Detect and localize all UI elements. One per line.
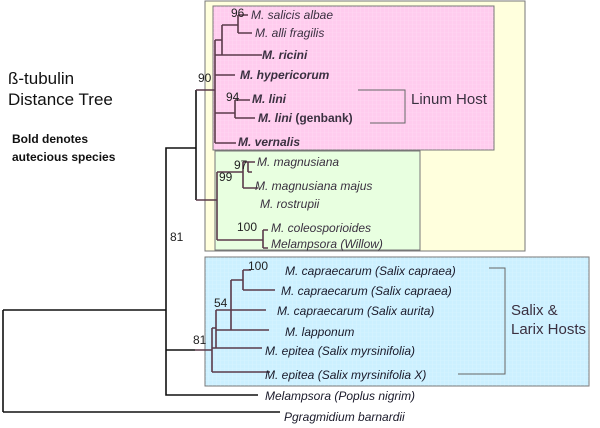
- taxon-label-salicis: M. salicis albae: [251, 8, 333, 22]
- salix-host-label-2: Larix Hosts: [511, 321, 586, 338]
- taxon-label-lapponum: M. lapponum: [285, 325, 354, 339]
- taxon-host: (Salix myrsinifolia X): [314, 368, 426, 382]
- taxon-label-hypericorum: M. hypericorum: [240, 68, 330, 82]
- taxon-label-willow: Melampsora (Willow): [271, 237, 383, 251]
- bootstrap-81-ingroup: 81: [170, 230, 184, 244]
- taxon-host: (Salix capraea): [368, 284, 452, 298]
- taxon-label-ricini: M. ricini: [262, 48, 308, 62]
- taxon-name: M. alli fragilis: [255, 26, 324, 40]
- taxon-name: M. epitea: [265, 344, 315, 358]
- taxon-label-epitea2: M. epitea (Salix myrsinifolia X): [265, 368, 426, 382]
- taxon-name: Melampsora: [265, 389, 331, 403]
- salix-box-grid: [205, 257, 589, 386]
- bootstrap-100-capraea: 100: [248, 259, 268, 273]
- taxon-name: M. hypericorum: [240, 68, 330, 82]
- note-line-2: autecious species: [12, 150, 116, 164]
- bootstrap-values: 96 94 90 97 99 100 81 100 54 81: [170, 6, 268, 347]
- tree-title: ß-tubulin Distance Tree: [8, 68, 113, 110]
- taxon-label-capraea1: M. capraecarum (Salix capraea): [285, 264, 456, 278]
- taxon-host: (genbank): [292, 111, 353, 125]
- magnusiana-clade-box: [214, 150, 421, 251]
- taxon-name: M. magnusiana: [257, 155, 339, 169]
- taxon-name: M. rostrupii: [260, 197, 320, 211]
- taxon-label-pgragmidium: Pgragmidium barnardii: [284, 410, 405, 424]
- branch-linum-clade: [214, 14, 262, 144]
- tree-branches: [2, 14, 280, 413]
- note-line-1: Bold denotes: [12, 132, 89, 146]
- bootstrap-90: 90: [198, 71, 212, 85]
- salix-bracket: [458, 267, 506, 375]
- taxon-name: Melampsora: [271, 237, 337, 251]
- taxon-host: (Salix myrsinifolia): [314, 344, 415, 358]
- taxon-label-lini: M. lini: [252, 92, 287, 106]
- taxon-label-rostrupii: M. rostrupii: [260, 197, 320, 211]
- bootstrap-100-coleo: 100: [237, 220, 257, 234]
- taxon-label-lini_gb: M. lini (genbank): [258, 111, 353, 125]
- taxon-label-magnusiana_majus: M. magnusiana majus: [255, 179, 372, 193]
- title-line-1: ß-tubulin: [8, 69, 75, 88]
- taxon-host: (Salix capraea): [372, 264, 456, 278]
- branch-ingroup: [165, 147, 258, 396]
- taxon-name: M. vernalis: [238, 135, 300, 149]
- taxon-label-coleosporioides: M. coleosporioides: [271, 221, 371, 235]
- bootstrap-96: 96: [231, 6, 245, 20]
- branch-root: [2, 309, 280, 413]
- linum-bracket: [358, 89, 406, 124]
- taxon-label-magnusiana: M. magnusiana: [257, 155, 339, 169]
- taxon-label-poplus: Melampsora (Poplus nigrim): [265, 389, 415, 403]
- branch-magnusiana-clade: [196, 161, 268, 249]
- taxon-name: M. salicis albae: [251, 8, 333, 22]
- taxon-name: M. ricini: [262, 48, 308, 62]
- taxon-label-epitea1: M. epitea (Salix myrsinifolia): [265, 344, 415, 358]
- bootstrap-54: 54: [214, 296, 228, 310]
- taxon-label-vernalis: M. vernalis: [238, 135, 300, 149]
- taxon-name: Pgragmidium barnardii: [284, 410, 405, 424]
- taxon-name: M. lini: [258, 111, 293, 125]
- branch-salix-clade: [195, 269, 275, 373]
- taxon-host: (Willow): [337, 237, 383, 251]
- taxon-host: (Salix aurita): [364, 304, 435, 318]
- taxon-label-capraea2: M. capraecarum (Salix capraea): [281, 284, 452, 298]
- bootstrap-81-salix: 81: [193, 333, 207, 347]
- taxon-name: M. capraecarum: [277, 304, 364, 318]
- taxon-host: (Poplus nigrim): [331, 389, 415, 403]
- title-line-2: Distance Tree: [8, 90, 113, 109]
- taxon-name: M. magnusiana majus: [255, 179, 372, 193]
- taxon-name: M. capraecarum: [285, 264, 372, 278]
- bootstrap-99: 99: [219, 170, 233, 184]
- taxon-name: M. lini: [252, 92, 287, 106]
- bootstrap-97: 97: [234, 158, 248, 172]
- taxon-label-aurita: M. capraecarum (Salix aurita): [277, 304, 434, 318]
- bold-legend-note: Bold denotes autecious species: [12, 130, 115, 166]
- taxon-name: M. epitea: [265, 368, 315, 382]
- taxon-name: M. coleosporioides: [271, 221, 371, 235]
- bootstrap-94: 94: [226, 90, 240, 104]
- linum-host-label: Linum Host: [411, 91, 488, 108]
- linum-box-grid: [213, 6, 494, 150]
- salix-host-label-1: Salix &: [511, 302, 558, 319]
- taxa-labels: M. salicis albae M. alli fragilis M. ricin…: [238, 8, 456, 424]
- taxon-name: M. lapponum: [285, 325, 354, 339]
- taxon-label-alli: M. alli fragilis: [255, 26, 324, 40]
- taxon-name: M. capraecarum: [281, 284, 368, 298]
